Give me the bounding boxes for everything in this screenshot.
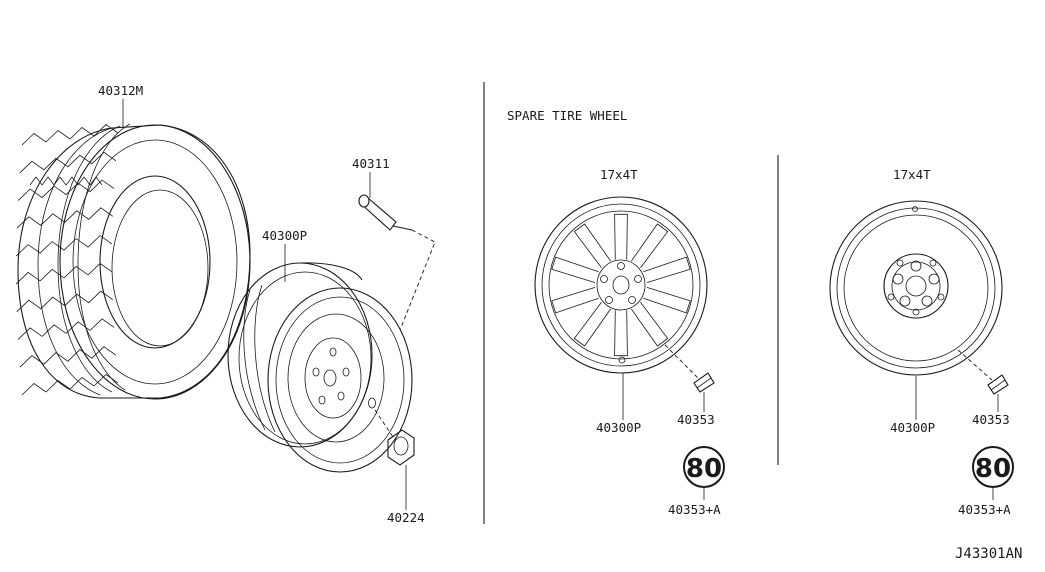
alloy-spoke (643, 287, 691, 314)
tread-zigzag (17, 318, 115, 340)
spare-badge: 80 (972, 446, 1014, 488)
alloy-spoke (573, 223, 612, 269)
alloy-spoke (573, 301, 612, 347)
valve-stem[interactable] (358, 194, 436, 331)
tread-zigzag (19, 151, 117, 174)
alloy-wheel-part-number: 40300P (596, 420, 641, 435)
tread-pattern (15, 123, 119, 396)
alloy-wheel[interactable] (534, 196, 708, 374)
tread-zigzag (16, 207, 114, 229)
alloy-spoke (643, 256, 691, 283)
spare-wheel-part-number: 40300P (890, 420, 935, 435)
alloy-spoke (614, 310, 628, 357)
spare-badge-part-number: 40353+A (958, 502, 1011, 517)
alloy-spoke (630, 223, 669, 269)
tire[interactable] (15, 123, 251, 400)
tread-zigzag (16, 290, 114, 312)
alloy-size-label: 17x4T (600, 167, 638, 182)
tread-zigzag (15, 235, 113, 257)
spare-label-part-number: 40353 (972, 412, 1010, 427)
diagram-id: J43301AN (955, 546, 1022, 562)
spare-size-label: 17x4T (893, 167, 931, 182)
spare-wheel[interactable] (829, 200, 1003, 376)
alloy-spoke (630, 301, 669, 347)
lug-nut[interactable] (374, 409, 415, 466)
spare-badge-text: 80 (975, 454, 1011, 484)
tread-zigzag (17, 179, 115, 201)
tread-zigzag (19, 346, 117, 368)
spare-center-label[interactable] (957, 349, 1009, 395)
alloy-badge-part-number: 40353+A (668, 502, 721, 517)
nut-part-number: 40224 (387, 510, 425, 525)
alloy-spoke (614, 213, 628, 260)
alloy-center-label[interactable] (664, 344, 715, 393)
alloy-spoke (551, 287, 599, 314)
tread-zigzag (21, 123, 119, 146)
steel-wheel-part-number: 40300P (262, 228, 307, 243)
alloy-badge: 80 (683, 446, 725, 488)
steel-wheel[interactable] (227, 262, 413, 473)
section-title: SPARE TIRE WHEEL (507, 108, 627, 123)
alloy-label-part-number: 40353 (677, 412, 715, 427)
alloy-spoke (551, 256, 599, 283)
tire-part-number: 40312M (98, 83, 143, 98)
valve-part-number: 40311 (352, 156, 390, 171)
tread-zigzag (15, 262, 113, 285)
tread-zigzag (21, 373, 119, 396)
alloy-badge-text: 80 (686, 454, 722, 484)
